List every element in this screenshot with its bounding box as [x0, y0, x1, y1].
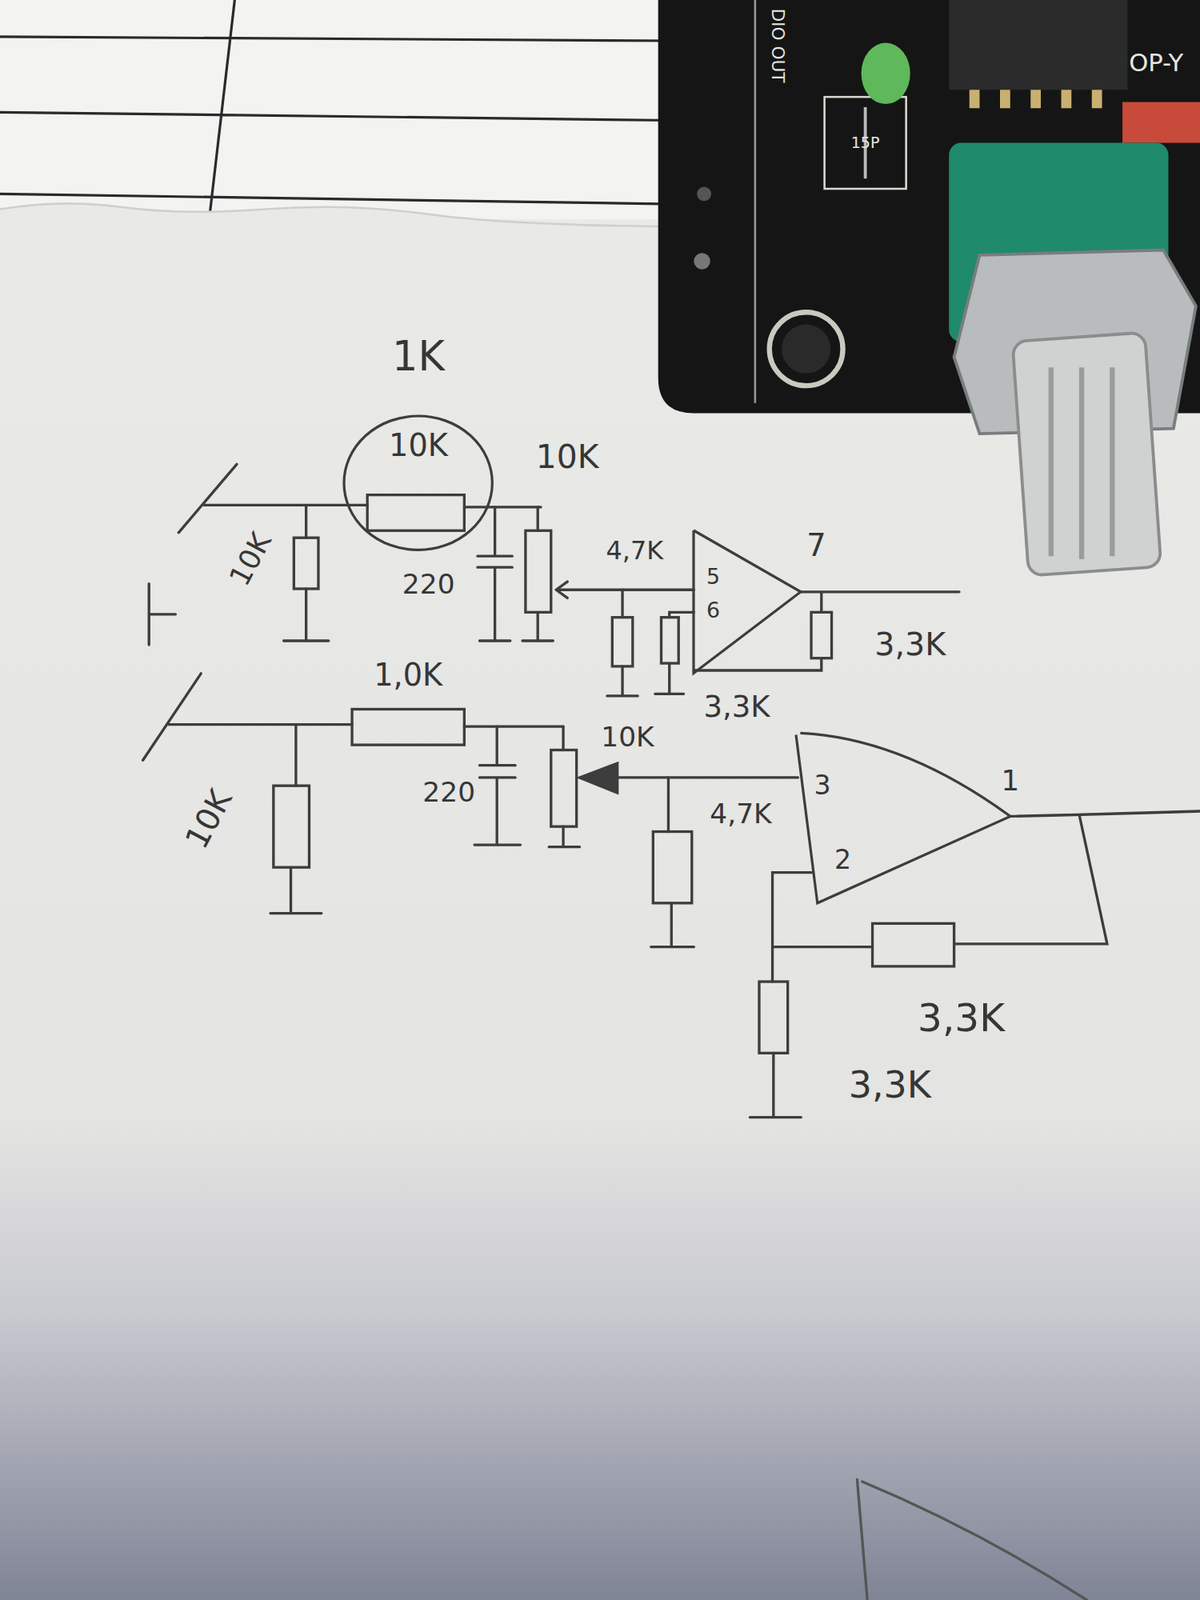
pin-number: 1 [1000, 766, 1020, 796]
pin-number: 2 [834, 847, 852, 874]
silkscreen-text: 15P [851, 135, 880, 151]
resistor-value: 10K [536, 440, 600, 474]
opamp-outline [796, 729, 1011, 904]
circle-outline [344, 416, 492, 550]
resistor-value: 3,3K [874, 628, 946, 661]
resistor-value: 10K [388, 430, 448, 461]
pin-number: 5 [706, 565, 720, 588]
resistor-value: 3,3K [917, 997, 1005, 1036]
resistor-value: 3,3K [703, 691, 770, 721]
pcb-board [658, 0, 1200, 576]
capacitor-value: 220 [402, 569, 456, 597]
silkscreen-text: DIO OUT [768, 8, 787, 84]
pin-number: 6 [706, 599, 720, 621]
resistor-value: 10K [180, 784, 238, 854]
pin-number: 3 [813, 772, 831, 800]
pin-number: 7 [806, 530, 826, 561]
grid-paper [0, 0, 674, 266]
silkscreen-text: OP-Y [1128, 51, 1184, 76]
opamp-outline [796, 732, 1011, 903]
opamp-triangle: 56 [693, 530, 801, 674]
pencil-wiring [143, 464, 1200, 1600]
resistor-value: 3,3K [848, 1067, 932, 1104]
resistor-value: 10K [224, 528, 276, 591]
resistor-value: 1K [392, 336, 445, 378]
resistor-value: 1,0K [373, 660, 443, 691]
opamp-triangle: 32 [796, 729, 1011, 904]
resistor-value: 4,7K [709, 799, 772, 827]
capacitor-value: 220 [422, 778, 476, 806]
resistor-value: 4,7K [606, 538, 664, 564]
opamp-outline [693, 530, 801, 674]
circled-resistor: 10K [341, 413, 495, 552]
pot-value: 10K [600, 723, 654, 751]
